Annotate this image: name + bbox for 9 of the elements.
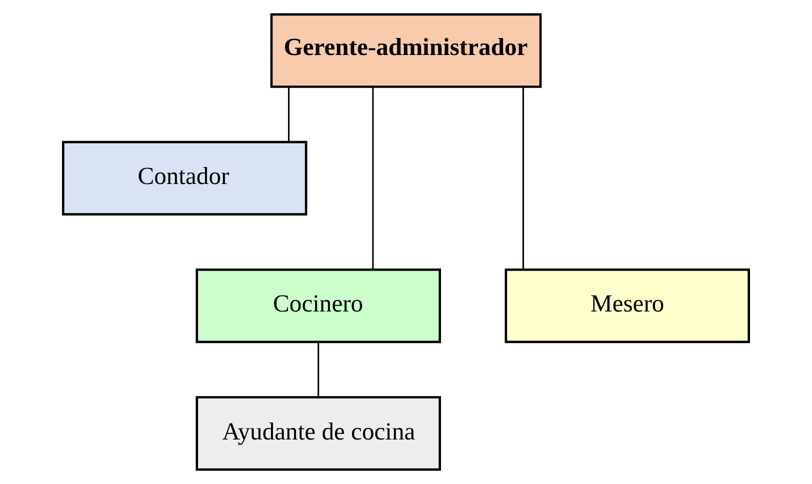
connector xyxy=(318,342,320,398)
node-box: Ayudante de cocina xyxy=(196,396,441,471)
node-box: Cocinero xyxy=(196,268,441,344)
node-box: Contador xyxy=(62,140,308,216)
connector xyxy=(522,87,524,270)
node-box: Mesero xyxy=(504,268,750,344)
connector xyxy=(372,87,374,270)
connector xyxy=(288,86,290,142)
node-box: Gerente-administrador xyxy=(270,13,542,88)
